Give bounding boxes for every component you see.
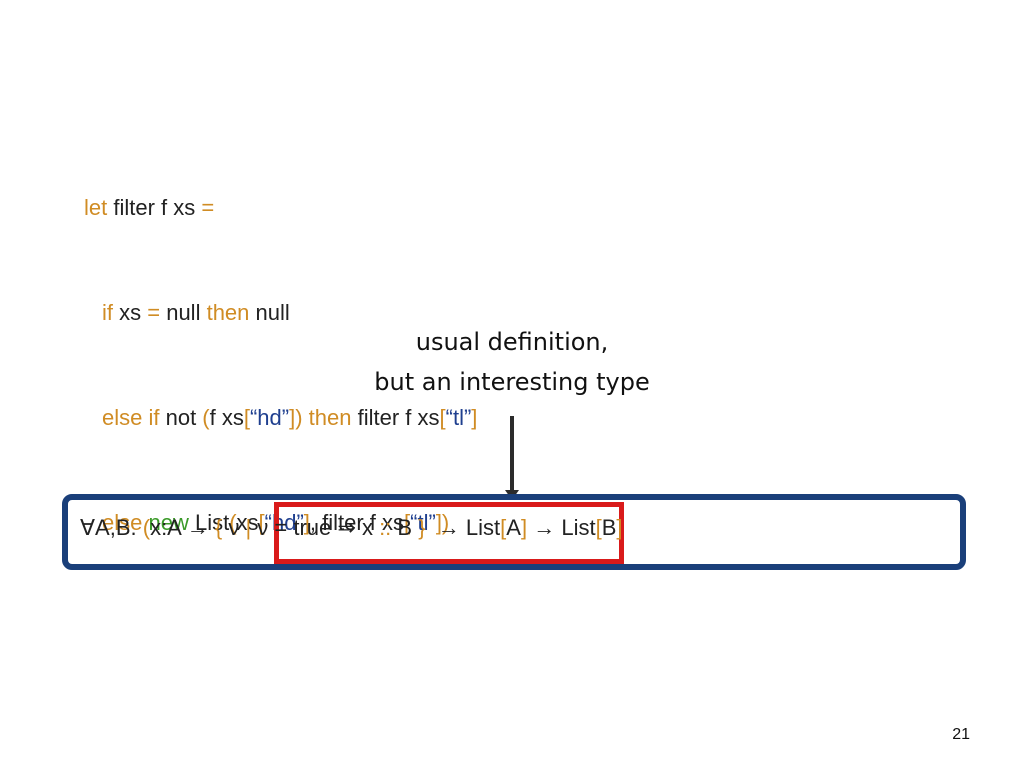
code-text: List <box>188 510 230 535</box>
type-text: A <box>506 515 521 540</box>
keyword-else-if: else if <box>102 405 160 430</box>
keyword-if: if <box>102 300 113 325</box>
refinement-highlight-box <box>274 502 624 564</box>
code-bracket: ]) <box>435 510 450 535</box>
type-bracket: [ <box>500 515 507 540</box>
code-string: “tl” <box>445 405 472 430</box>
code-string: “tl” <box>410 510 436 535</box>
type-bracket: [ <box>595 515 602 540</box>
arrow-shaft <box>510 416 514 494</box>
code-bracket: ] <box>471 405 478 430</box>
forall-quantifier: ∀A,B. <box>80 515 143 540</box>
code-text: filter f xs <box>107 195 202 220</box>
type-paren: ( <box>142 515 151 540</box>
type-bracket: ] <box>520 515 528 540</box>
code-string: “hd” <box>249 405 290 430</box>
code-paren: ( <box>202 405 210 430</box>
code-text: f xs <box>209 405 244 430</box>
type-list: List <box>465 515 501 540</box>
code-text: null <box>160 300 207 325</box>
annotation-line-1: usual definition, <box>415 328 609 356</box>
code-bracket: [ <box>404 510 411 535</box>
code-string: “hd” <box>264 510 304 535</box>
keyword-let: let <box>84 195 108 220</box>
annotation-text: usual definition, but an interesting typ… <box>312 322 712 402</box>
type-text: B <box>601 515 617 540</box>
nu-symbol: ν <box>257 515 269 540</box>
type-param: x:A <box>150 515 187 540</box>
code-operator: = <box>147 300 161 325</box>
code-line-4: else new List(xs[“hd”], filter f xs[“tl”… <box>84 505 477 540</box>
code-text: xs <box>236 510 259 535</box>
type-dcolon: :: <box>379 515 392 540</box>
arrow-symbol: → <box>186 515 215 540</box>
type-text: B <box>391 515 419 540</box>
nu-symbol: ν <box>228 515 246 540</box>
type-list: List <box>561 515 596 540</box>
code-block: let filter f xs = if xs = null then null… <box>84 120 477 575</box>
annotation-line-2: but an interesting type <box>374 368 650 396</box>
type-bar: | <box>245 515 258 540</box>
code-operator: = <box>201 195 215 220</box>
keyword-then: then <box>302 405 352 430</box>
type-bracket: ] <box>616 515 623 540</box>
code-line-1: let filter f xs = <box>84 190 477 225</box>
arrow-symbol: → <box>527 515 562 540</box>
code-text: not <box>159 405 203 430</box>
code-line-2: if xs = null then null <box>84 295 477 330</box>
keyword-new: new <box>142 510 189 535</box>
code-bracket: ]) <box>289 405 303 430</box>
type-text: x <box>355 515 380 540</box>
keyword-else: else <box>102 510 143 535</box>
type-brace: { <box>214 515 229 540</box>
code-text: , filter f xs <box>309 510 405 535</box>
page-number: 21 <box>952 726 970 743</box>
code-bracket: [ <box>439 405 446 430</box>
type-signature-box <box>62 494 966 570</box>
code-paren: ( <box>229 510 237 535</box>
implies-symbol: ⇒ <box>337 515 356 540</box>
code-bracket: ] <box>303 510 310 535</box>
code-text: filter f xs <box>351 405 440 430</box>
arrow-symbol: → <box>425 515 466 540</box>
code-bracket: [ <box>258 510 265 535</box>
type-text: = true <box>268 515 338 540</box>
keyword-then: then <box>206 300 250 325</box>
type-signature: ∀A,B. (x:A → { ν | ν = true ⇒ x :: B } →… <box>80 512 623 544</box>
code-line-3: else if not (f xs[“hd”]) then filter f x… <box>84 400 477 435</box>
code-text: xs <box>113 300 148 325</box>
code-bracket: [ <box>243 405 250 430</box>
type-brace: } <box>418 515 426 540</box>
code-text: null <box>249 300 290 325</box>
